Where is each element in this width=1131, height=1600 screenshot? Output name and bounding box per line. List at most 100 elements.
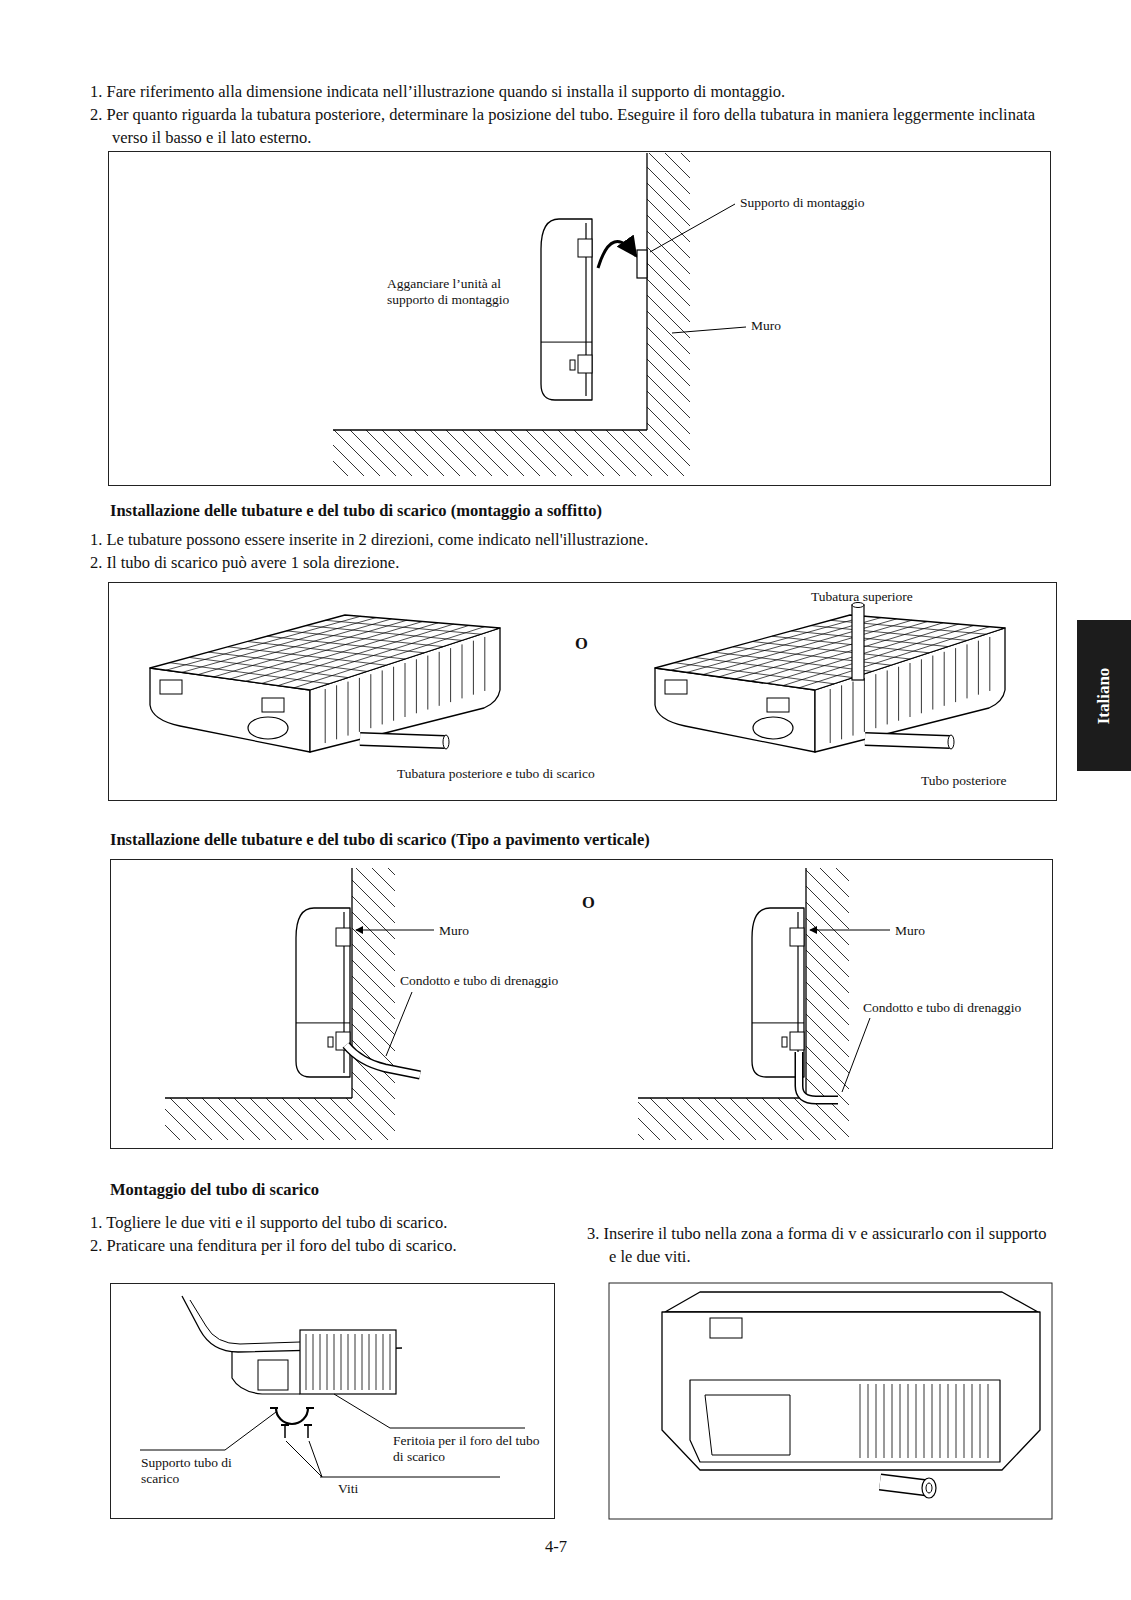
floor-line: [165, 1097, 352, 1098]
unit-top-face: [655, 615, 1005, 690]
unit-side-view: [296, 908, 350, 1077]
label-plate: [710, 1318, 742, 1338]
louvre-line: [416, 659, 417, 713]
top-grid-line: [262, 624, 454, 683]
unit-side-view: [541, 219, 592, 400]
unit-body: [662, 1312, 1040, 1470]
louvre-block: [300, 1330, 396, 1394]
bracket-tab: [306, 1407, 314, 1409]
louvre-line: [978, 641, 979, 695]
grille-divider: [296, 1022, 350, 1023]
callout-label: Tubatura superiore: [811, 589, 991, 605]
drain-bracket: [276, 1408, 308, 1424]
instruction-text: 1. Fare riferimento alla dimensione indi…: [90, 80, 1057, 103]
louvre-line: [980, 1384, 981, 1458]
leader-line: [390, 1428, 525, 1429]
louvre-line: [334, 1334, 335, 1390]
louvre-line: [306, 1334, 307, 1390]
louvre-line: [382, 670, 383, 724]
knob: [570, 360, 575, 370]
louvre-line: [473, 641, 474, 695]
louvre-line: [940, 1384, 941, 1458]
section-heading: Montaggio del tubo di scarico: [110, 1178, 810, 1201]
unit-top-face: [150, 615, 500, 690]
louvre-line: [830, 689, 831, 743]
top-pipe: [852, 605, 864, 680]
louvre-line: [362, 1334, 363, 1390]
section-heading: Installazione delle tubature e del tubo …: [110, 828, 1060, 851]
alternative-mark: O: [582, 893, 612, 913]
drain-opening: [248, 717, 288, 739]
figure-frame: OMuroCondotto e tubo di drenaggioMuroCon…: [110, 859, 1053, 1149]
unit-edge: [190, 1300, 300, 1344]
louvre-line: [393, 667, 394, 721]
louvre-line: [956, 1384, 957, 1458]
screw: [307, 1425, 309, 1438]
louvre-line: [450, 648, 451, 702]
unit-body: [232, 1352, 300, 1394]
top-grid-line: [799, 627, 990, 688]
louvre-line: [884, 1384, 885, 1458]
callout-label: Condotto e tubo di drenaggio: [863, 1000, 1043, 1016]
callout-label: Supporto tubo di scarico: [141, 1455, 233, 1487]
wall-line: [646, 153, 647, 430]
unit-side-view: [752, 908, 804, 1077]
louvre-line: [348, 1334, 349, 1390]
tube-outline: [360, 739, 445, 742]
louvre-line: [439, 652, 440, 706]
louvre-line: [864, 678, 865, 732]
pipe-bore: [926, 1483, 932, 1493]
callout-label: Tubatura posteriore e tubo di scarico: [397, 766, 697, 782]
louvre-line: [370, 674, 371, 728]
pipe-end: [443, 735, 449, 749]
tube-outline: [346, 1045, 420, 1075]
top-grid-line: [278, 625, 469, 685]
leader-line: [650, 204, 735, 252]
screw-head: [304, 1424, 312, 1426]
louvre-line: [932, 1384, 933, 1458]
louvre-line: [868, 1384, 869, 1458]
grille-divider: [752, 1022, 804, 1023]
louvre-line: [910, 663, 911, 717]
leader-line: [386, 992, 412, 1056]
leader-line: [140, 1450, 225, 1451]
tube-outline: [865, 739, 950, 742]
instruction-text: 1. Togliere le due viti e il supporto de…: [90, 1211, 590, 1234]
hook-tab: [790, 1032, 804, 1050]
leader-line: [286, 1441, 322, 1477]
louvre-line: [967, 644, 968, 698]
floor-hatch: [165, 1098, 352, 1140]
top-grid-line: [326, 620, 482, 634]
callout-label: Condotto e tubo di drenaggio: [400, 973, 620, 989]
louvre-line: [892, 1384, 893, 1458]
tube-fill: [880, 1482, 928, 1488]
leader-line: [225, 1412, 276, 1450]
leader-line: [672, 327, 746, 333]
figure-frame: [609, 1283, 1052, 1519]
tube-outline: [799, 1052, 838, 1100]
louvre-line: [390, 1334, 391, 1390]
louvre-line: [875, 674, 876, 728]
louvre-line: [916, 1384, 917, 1458]
hook-tab: [578, 355, 592, 373]
louvre-line: [359, 678, 360, 732]
top-grid-line: [783, 625, 974, 685]
callout-label: Supporto di montaggio: [740, 195, 940, 211]
hook-tab: [790, 928, 804, 946]
louvre-line: [955, 648, 956, 702]
callout-label: Viti: [338, 1481, 378, 1497]
bracket-tab: [270, 1407, 278, 1409]
louvre-line: [988, 1384, 989, 1458]
instruction-text: 2. Praticare una fenditura per il foro d…: [90, 1234, 590, 1257]
louvre-line: [860, 1384, 861, 1458]
leader-line: [334, 1394, 390, 1428]
louvre-line: [355, 1334, 356, 1390]
top-grid-line: [792, 631, 949, 647]
screw: [284, 1425, 286, 1438]
top-grid-line: [287, 631, 444, 647]
louvre-line: [964, 1384, 965, 1458]
hook-arrow: [598, 242, 636, 268]
screw-head: [281, 1424, 289, 1426]
callout-label: Muro: [439, 923, 499, 939]
